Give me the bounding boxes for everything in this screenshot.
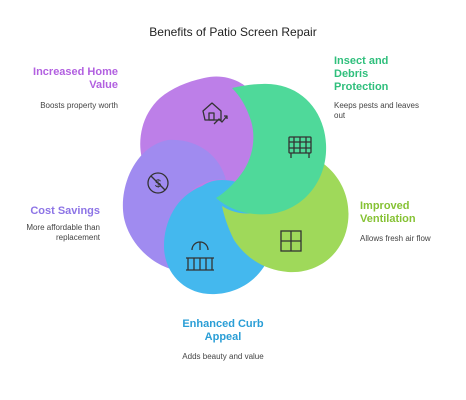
benefit-label-insect-debris-protection: Insect and Debris Protection (334, 55, 389, 93)
benefit-desc-cost-savings: More affordable than replacement (26, 223, 100, 242)
screen-net-icon (288, 136, 312, 158)
porch-icon (186, 241, 214, 271)
benefit-label-increased-home-value: Increased Home Value (33, 66, 118, 91)
benefit-desc-increased-home-value: Boosts property worth (40, 101, 118, 110)
petal-insect-debris-protection (216, 83, 327, 215)
house-value-icon (202, 102, 228, 125)
benefit-label-improved-ventilation: Improved Ventilation (360, 200, 416, 225)
petal-cost-savings (122, 139, 226, 272)
benefit-label-enhanced-curb-appeal: Enhanced Curb Appeal (182, 318, 264, 343)
petal-improved-ventilation (222, 154, 349, 273)
benefit-label-cost-savings: Cost Savings (30, 205, 100, 217)
window-icon (280, 230, 302, 252)
diagram-title: Benefits of Patio Screen Repair (149, 25, 317, 39)
svg-text:$: $ (155, 178, 161, 190)
benefit-desc-enhanced-curb-appeal: Adds beauty and value (182, 352, 264, 361)
dollar-icon: $ (147, 172, 169, 194)
benefit-desc-improved-ventilation: Allows fresh air flow (360, 234, 431, 243)
benefit-desc-insect-debris-protection: Keeps pests and leaves out (334, 101, 419, 120)
